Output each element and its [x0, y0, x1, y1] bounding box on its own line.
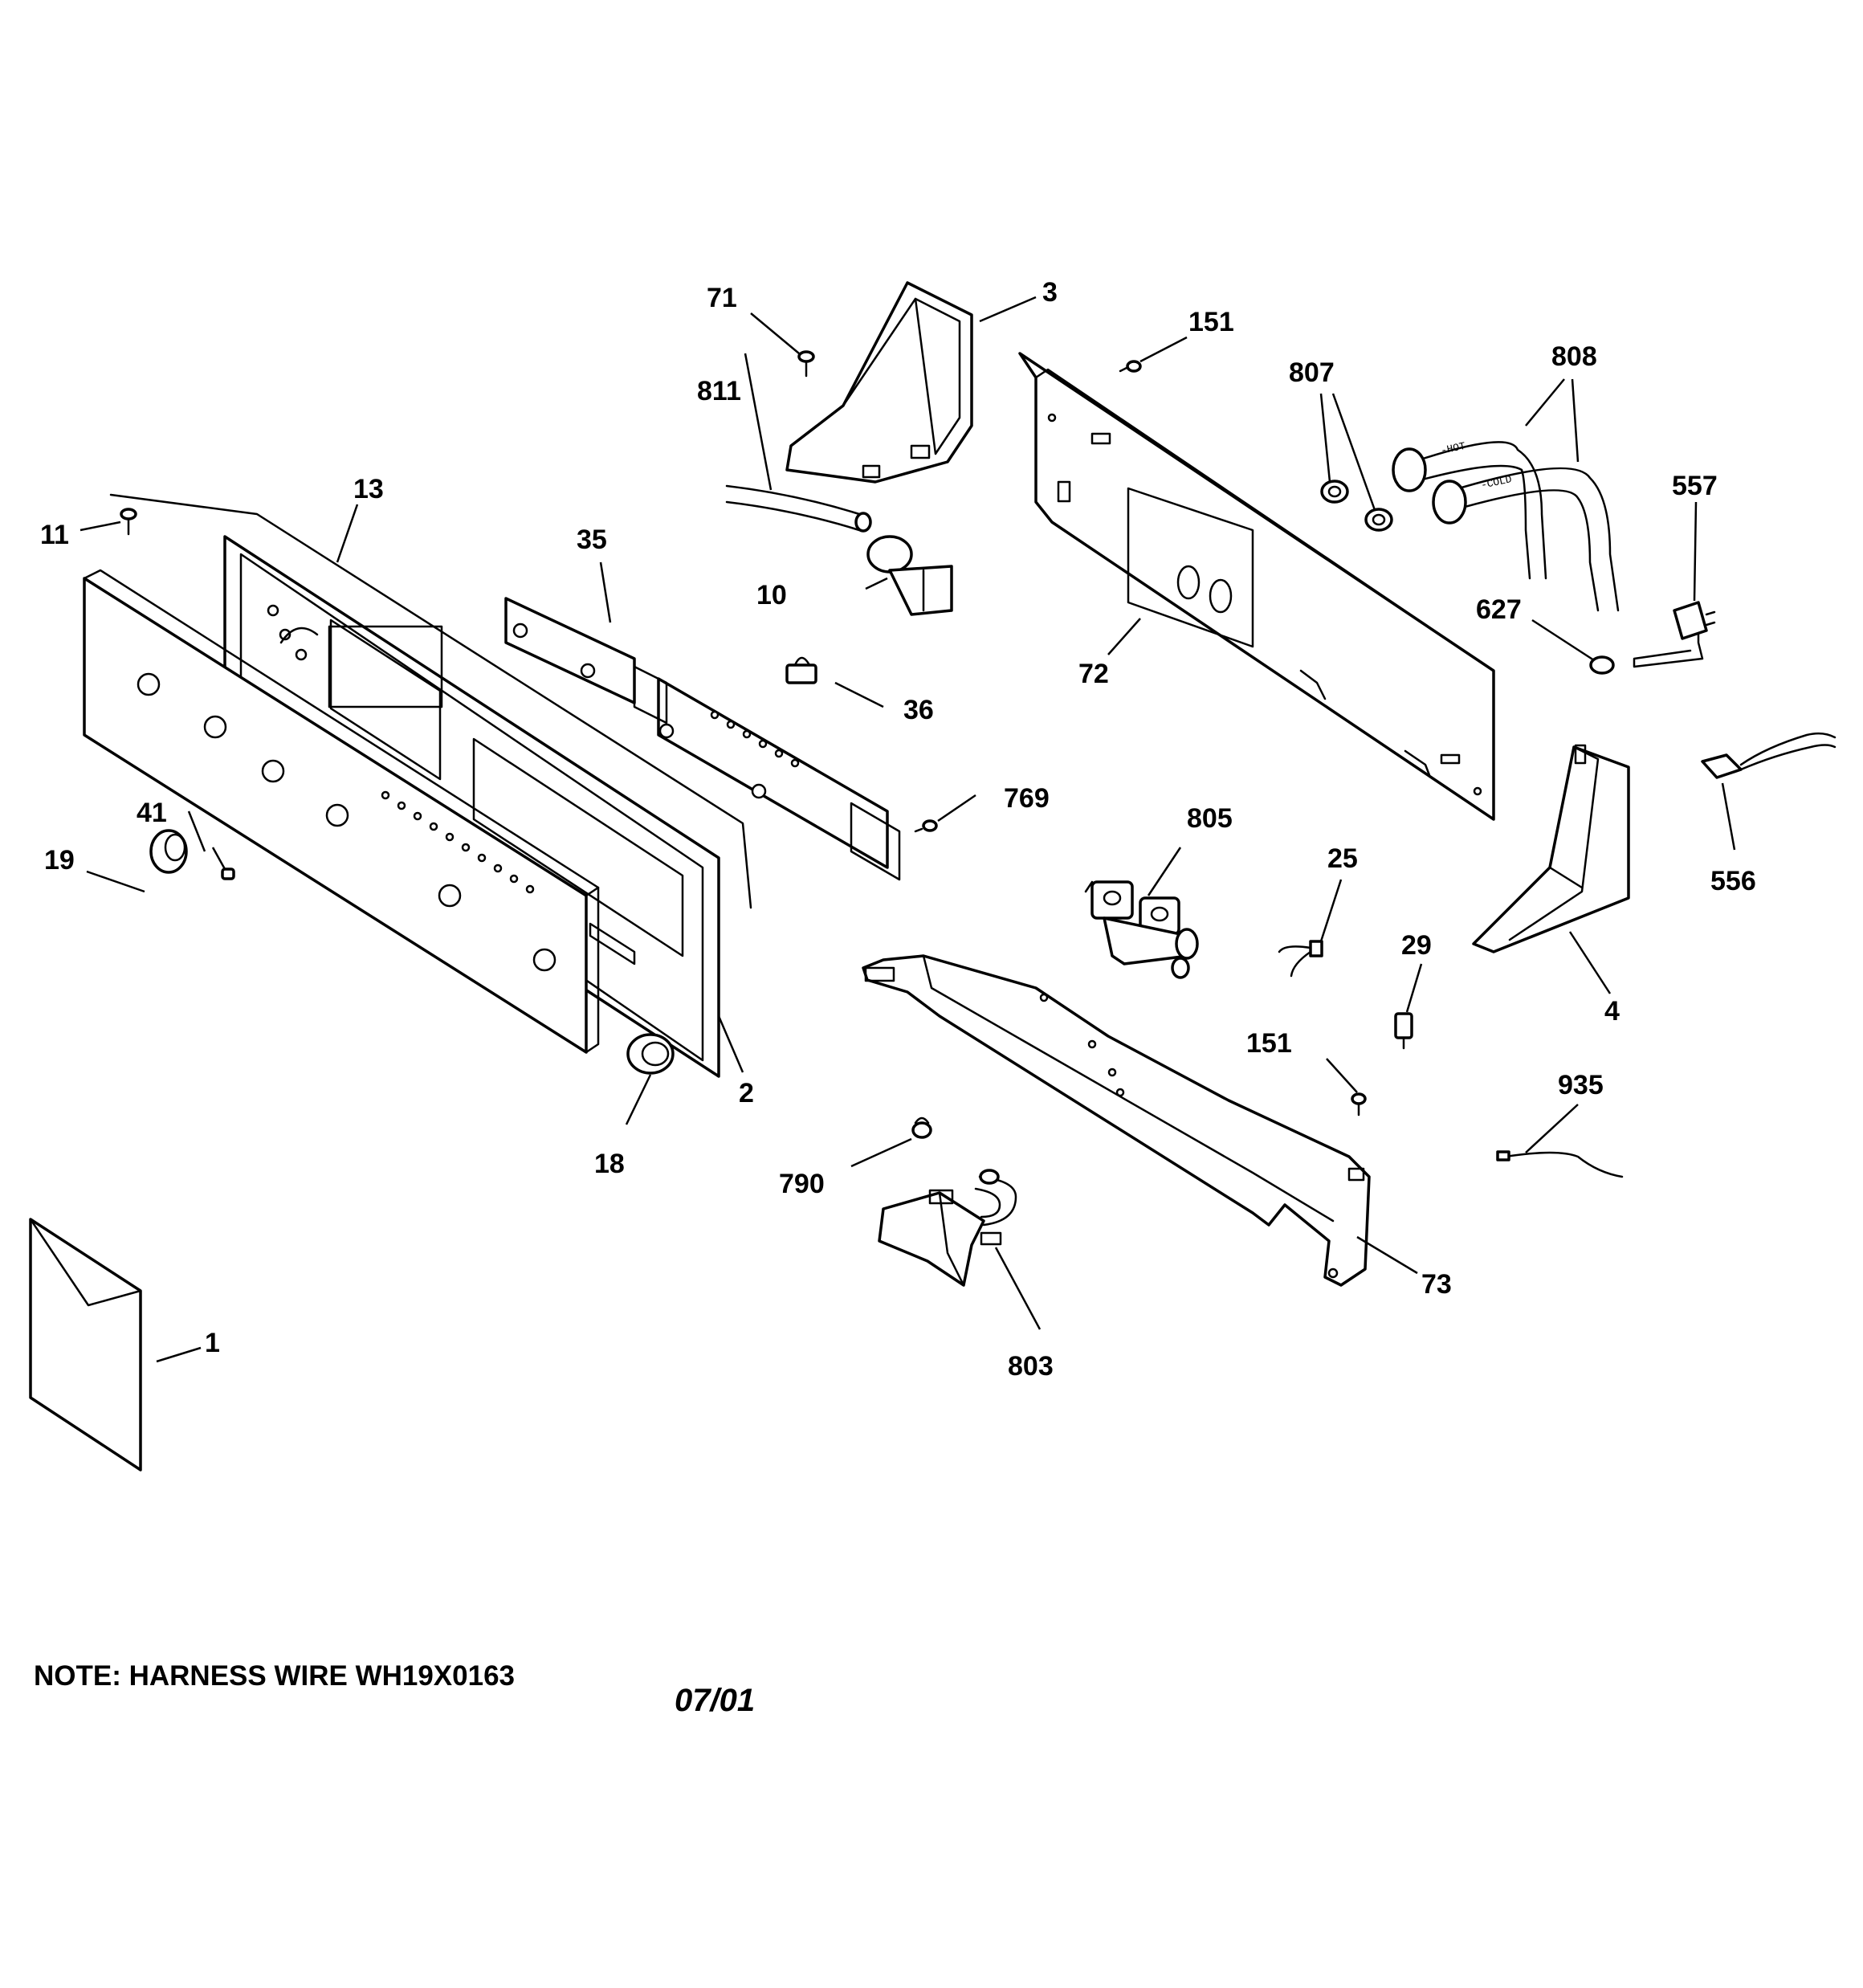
hot-hose-tag: -HOT	[1440, 440, 1467, 457]
callout-4: 4	[1604, 996, 1620, 1027]
callout-151-upper: 151	[1188, 307, 1234, 337]
part-556-connector	[1701, 732, 1837, 779]
callout-72: 72	[1078, 659, 1109, 689]
part-769-screw	[914, 819, 938, 833]
callout-35: 35	[577, 525, 607, 555]
part-71-screw	[797, 350, 815, 378]
callout-803: 803	[1008, 1351, 1054, 1382]
part-10-pressure-switch	[866, 535, 953, 616]
callout-71: 71	[707, 283, 737, 313]
callout-790: 790	[779, 1169, 825, 1199]
part-807-washer-upper	[1320, 480, 1349, 504]
part-25-wire	[1278, 940, 1323, 978]
part-1-literature-envelope	[29, 1218, 142, 1472]
callout-11: 11	[40, 520, 69, 550]
callout-41: 41	[137, 798, 167, 828]
cold-hose-tag: -COLD	[1480, 473, 1513, 492]
callout-36: 36	[903, 695, 934, 725]
callout-29: 29	[1401, 930, 1432, 961]
callout-10: 10	[756, 580, 787, 610]
callout-labels: 1 2 3 4 10 11 13 18 19 25 29 35 36 41 71…	[40, 277, 1756, 1382]
leader-lines	[79, 296, 1736, 1363]
part-11-screw	[120, 508, 137, 536]
callout-25: 25	[1327, 843, 1358, 874]
part-151-screw-upper	[1119, 360, 1142, 373]
part-811-hose	[725, 484, 872, 533]
callout-807: 807	[1289, 357, 1335, 388]
callout-73: 73	[1421, 1269, 1452, 1300]
part-36-lock	[785, 656, 817, 684]
callout-2: 2	[739, 1078, 754, 1108]
part-18-button	[626, 1033, 675, 1075]
callout-769: 769	[1004, 783, 1050, 814]
callout-808: 808	[1551, 341, 1597, 372]
part-3-side-bracket	[785, 281, 973, 484]
callout-811: 811	[697, 376, 741, 406]
part-29-clip	[1394, 1012, 1413, 1050]
revision-date: 07/01	[675, 1683, 755, 1718]
callout-13: 13	[353, 474, 384, 504]
callout-19: 19	[44, 845, 75, 876]
callout-627: 627	[1476, 594, 1522, 625]
part-935-ground-wire	[1496, 1150, 1624, 1178]
part-151-screw-lower	[1351, 1092, 1367, 1116]
part-72-rear-panel	[1018, 352, 1495, 821]
part-807-washer-lower	[1364, 508, 1393, 532]
part-35-control-board	[504, 597, 901, 881]
callout-1: 1	[205, 1328, 220, 1358]
control-panel-front	[83, 569, 600, 1054]
part-627-plug	[1589, 655, 1615, 675]
part-790-clamp	[911, 1116, 932, 1139]
part-19-knob	[149, 829, 188, 874]
part-41-spring	[221, 867, 235, 880]
harness-note: NOTE: HARNESS WIRE WH19X0163	[34, 1660, 515, 1692]
callout-805: 805	[1187, 803, 1233, 834]
part-73-lower-panel	[862, 954, 1371, 1287]
part-13-backsplash-outline	[109, 493, 752, 909]
callout-151-lower: 151	[1246, 1028, 1292, 1059]
part-805-water-valve	[1084, 880, 1199, 979]
part-4-side-bracket	[1472, 744, 1630, 953]
part-803-dispenser	[878, 1169, 1017, 1287]
callout-3: 3	[1042, 277, 1058, 308]
part-808-inlet-hoses: -HOT -COLD	[1392, 440, 1620, 612]
callout-557: 557	[1672, 471, 1718, 501]
callout-935: 935	[1558, 1070, 1604, 1100]
part-557-connector	[1633, 601, 1716, 668]
callout-556: 556	[1710, 866, 1756, 896]
callout-18: 18	[594, 1149, 625, 1179]
